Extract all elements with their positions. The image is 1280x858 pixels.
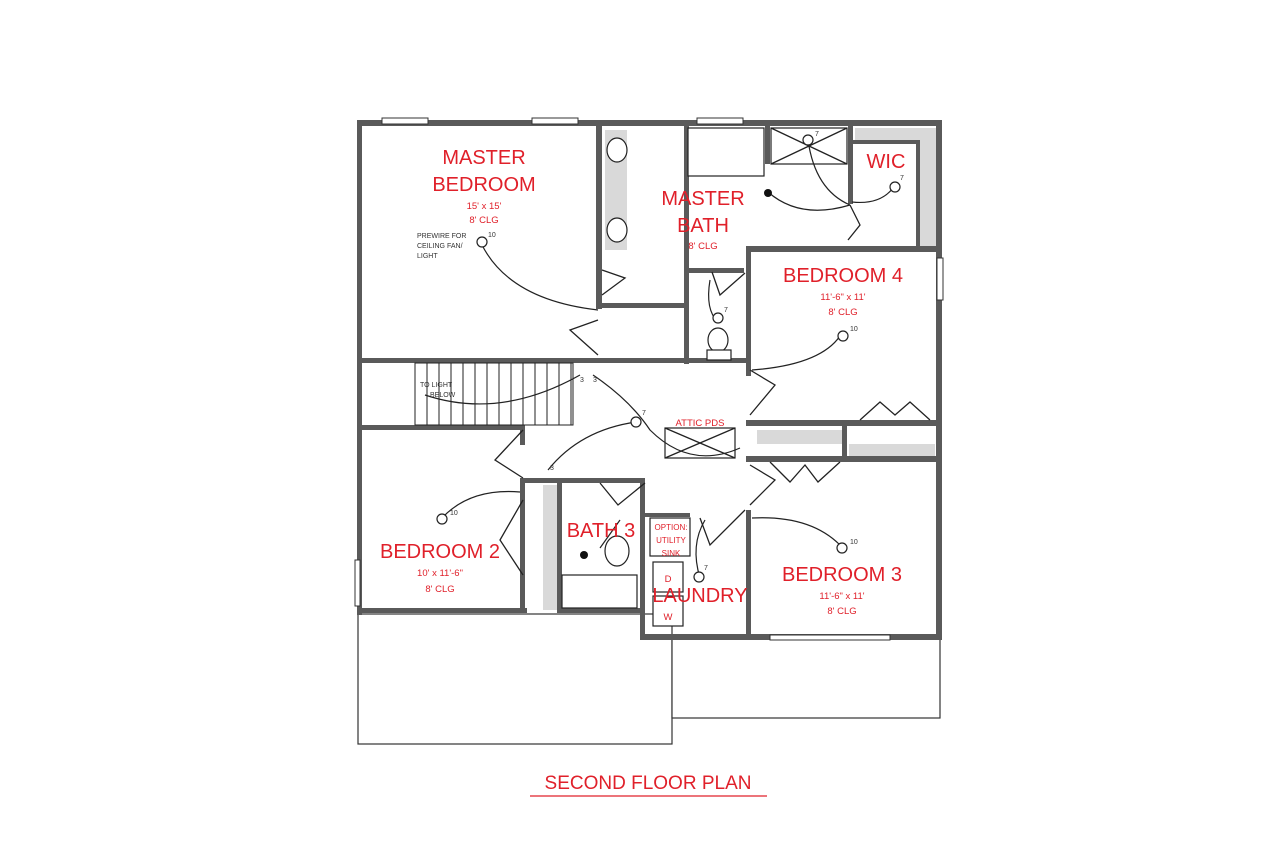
room-name: BEDROOM 2 bbox=[380, 541, 500, 563]
fixture-number: 3 bbox=[550, 465, 554, 472]
utility-sink-note: UTILITY bbox=[656, 536, 686, 545]
room-name: BEDROOM 3 bbox=[782, 564, 902, 586]
fixture-number: 10 bbox=[850, 326, 858, 333]
washer-label: W bbox=[664, 612, 673, 623]
room-name: LAUNDRY bbox=[652, 585, 747, 607]
plan-title: SECOND FLOOR PLAN bbox=[545, 773, 752, 794]
room-ceiling: 8' CLG bbox=[688, 241, 717, 252]
prewire-note: LIGHT bbox=[417, 253, 438, 260]
prewire-note: PREWIRE FOR bbox=[417, 233, 466, 240]
prewire-note: CEILING FAN/ bbox=[417, 243, 463, 250]
doors bbox=[493, 204, 931, 576]
room-bedroom-3: BEDROOM 3 11'-6" x 11' 8' CLG bbox=[782, 564, 902, 617]
fixture-number: 7 bbox=[900, 175, 904, 182]
utility-sink-note: SINK bbox=[662, 549, 681, 558]
room-master-bedroom: MASTER BEDROOM 15' x 15' 8' CLG PREWIRE … bbox=[417, 147, 536, 260]
windows bbox=[354, 117, 944, 641]
room-name: MASTER bbox=[442, 147, 525, 169]
light-fixtures bbox=[436, 134, 901, 583]
room-name: BEDROOM bbox=[432, 174, 535, 196]
stairs bbox=[414, 362, 574, 426]
room-size: 11'-6" x 11' bbox=[820, 292, 865, 303]
lower-roof-outline bbox=[357, 613, 941, 745]
to-light-note: BELOW bbox=[430, 392, 456, 399]
room-ceiling: 8' CLG bbox=[425, 584, 454, 595]
fixture-number: 7 bbox=[815, 131, 819, 138]
room-wic: WIC bbox=[867, 151, 906, 173]
room-size: 10' x 11'-6" bbox=[417, 568, 463, 579]
fixture-number: 7 bbox=[724, 307, 728, 314]
room-bedroom-2: BEDROOM 2 10' x 11'-6" 8' CLG bbox=[380, 541, 500, 595]
hall: TO LIGHT BELOW ATTIC PDS bbox=[420, 382, 724, 429]
room-name: BEDROOM 4 bbox=[783, 265, 903, 287]
fixture-number: 7 bbox=[642, 410, 646, 417]
fixture-number: 10 bbox=[450, 510, 458, 517]
room-ceiling: 8' CLG bbox=[828, 307, 857, 318]
utility-sink-note: OPTION: bbox=[655, 523, 688, 532]
room-size: 15' x 15' bbox=[467, 201, 502, 212]
fixture-number: 3 bbox=[593, 377, 597, 384]
room-ceiling: 8' CLG bbox=[827, 606, 856, 617]
fixture-number: 7 bbox=[704, 565, 708, 572]
fixture-number: 10 bbox=[850, 539, 858, 546]
room-name: MASTER bbox=[661, 188, 744, 210]
to-light-note: TO LIGHT bbox=[420, 382, 453, 389]
room-name: BATH 3 bbox=[567, 520, 636, 542]
room-ceiling: 8' CLG bbox=[469, 215, 498, 226]
attic-label: ATTIC PDS bbox=[676, 418, 725, 429]
room-name: WIC bbox=[867, 151, 906, 173]
fixture-number: 3 bbox=[580, 377, 584, 384]
fixture-numbers: 10 10 10 10 7 7 7 7 7 3 3 3 bbox=[450, 131, 904, 572]
dryer-label: D bbox=[665, 574, 672, 585]
room-name: BATH bbox=[677, 215, 729, 237]
room-bedroom-4: BEDROOM 4 11'-6" x 11' 8' CLG bbox=[783, 265, 903, 318]
room-bath-3: BATH 3 bbox=[567, 520, 636, 542]
fixture-number: 10 bbox=[488, 232, 496, 239]
room-laundry: OPTION: UTILITY SINK D W LAUNDRY bbox=[652, 523, 747, 623]
room-size: 11'-6" x 11' bbox=[819, 591, 864, 602]
room-master-bath: MASTER BATH 8' CLG bbox=[661, 188, 744, 252]
